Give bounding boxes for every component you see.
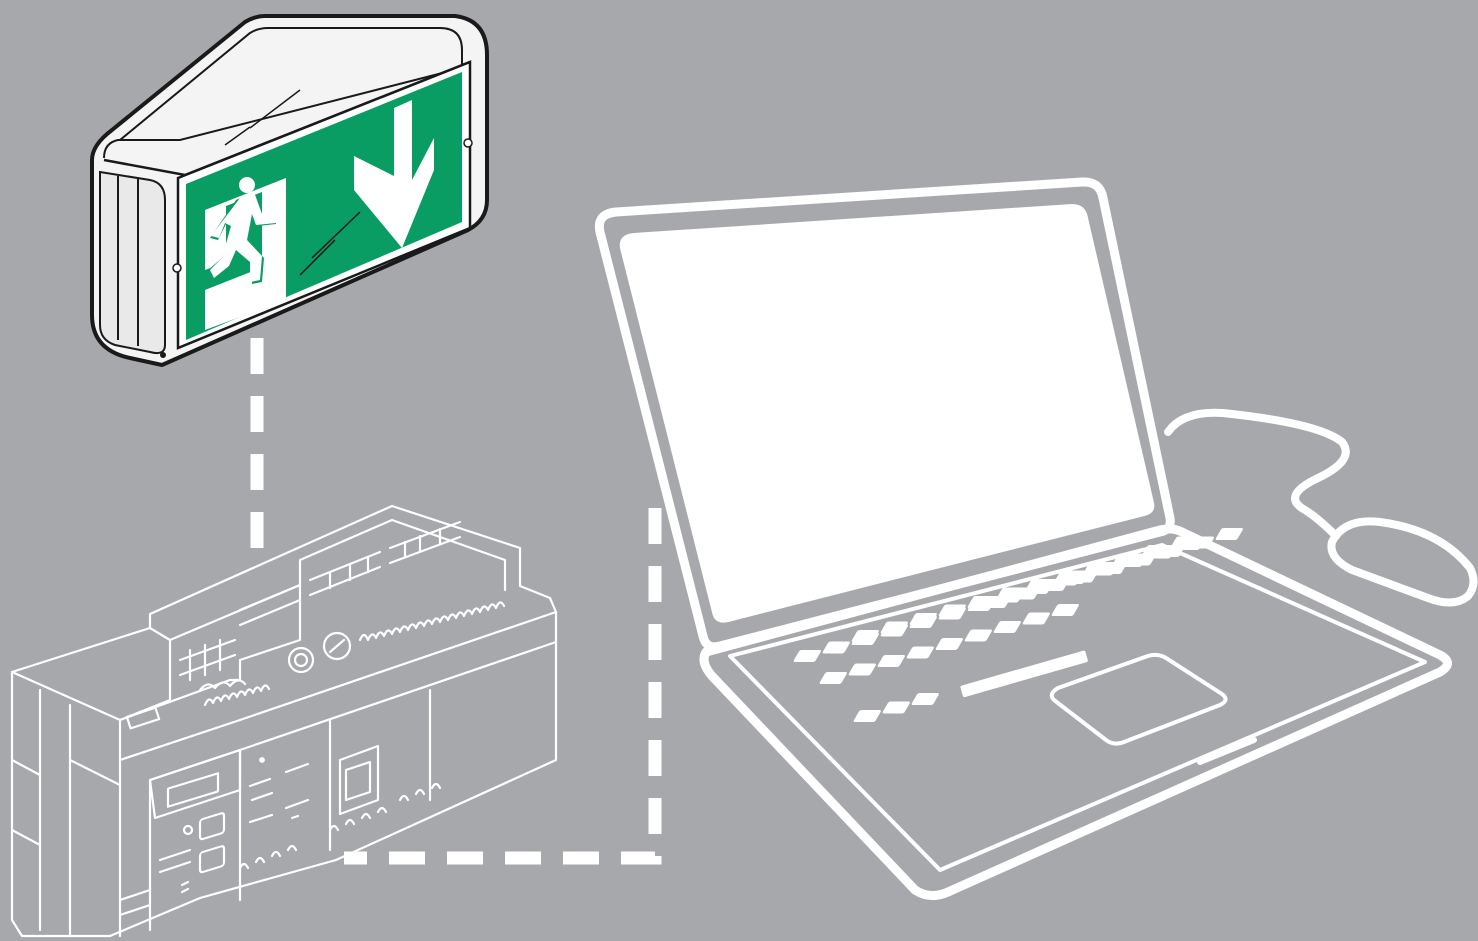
keyboard-key: [935, 638, 964, 650]
keyboard-spacebar: [960, 650, 1088, 697]
mouse-cable: [1168, 413, 1346, 536]
connection-controller-to-laptop: [344, 508, 655, 858]
keyboard-key: [819, 672, 848, 684]
keyboard-key: [877, 655, 906, 667]
keyboard-key: [882, 702, 911, 714]
keyboard-key: [848, 664, 877, 676]
keyboard-key: [1022, 613, 1051, 625]
exit-sign-icon: [92, 16, 487, 365]
keyboard-key: [906, 647, 935, 659]
keyboard-key: [1215, 528, 1244, 540]
keyboard-key: [964, 630, 993, 642]
dali-controller-icon: [12, 506, 556, 936]
laptop-icon: [599, 182, 1447, 896]
mouse-icon: [1331, 521, 1473, 602]
keyboard-key: [993, 621, 1022, 633]
keyboard-key: [911, 693, 940, 705]
keyboard-key: [822, 642, 851, 654]
keyboard-key: [1051, 604, 1080, 616]
keyboard-key: [853, 710, 882, 722]
keyboard-key: [793, 650, 822, 662]
